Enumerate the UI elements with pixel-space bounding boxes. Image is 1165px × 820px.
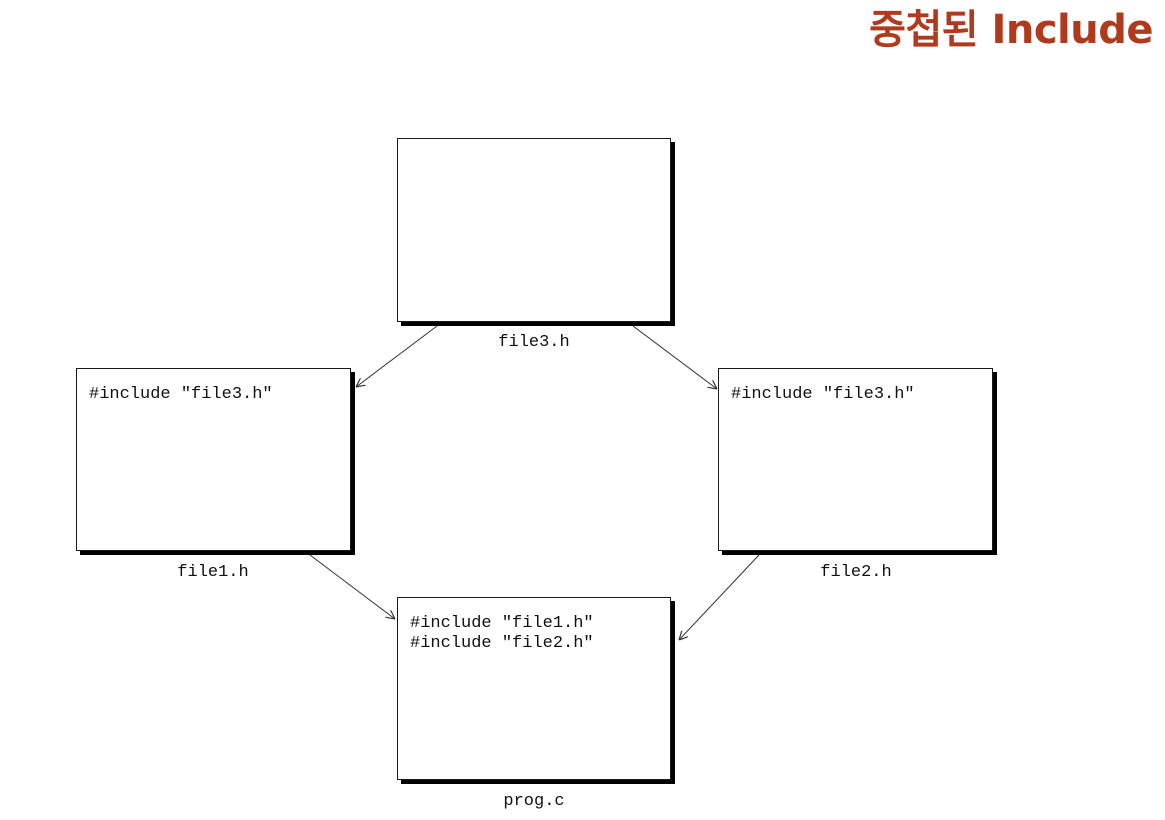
- prog-code-line-2: #include "file2.h": [410, 634, 594, 653]
- file1-caption: file1.h: [177, 563, 249, 582]
- arrow-file2-to-prog: [679, 554, 760, 640]
- file3-box: [397, 138, 671, 322]
- file1-box: #include "file3.h": [76, 368, 351, 551]
- page-title: 중첩된 Include: [869, 7, 1153, 53]
- prog-code-line-1: #include "file1.h": [410, 614, 594, 633]
- file2-box: #include "file3.h": [718, 368, 993, 551]
- arrow-file3-to-file2: [632, 325, 717, 389]
- file1-code-line-1: #include "file3.h": [89, 385, 273, 404]
- arrow-file3-to-file1: [356, 325, 438, 387]
- arrow-file1-to-prog: [309, 554, 395, 619]
- file2-code-line-1: #include "file3.h": [731, 385, 915, 404]
- file3-caption: file3.h: [498, 333, 570, 352]
- prog-box: #include "file1.h" #include "file2.h": [397, 597, 671, 780]
- file2-caption: file2.h: [820, 563, 892, 582]
- prog-caption: prog.c: [503, 792, 565, 811]
